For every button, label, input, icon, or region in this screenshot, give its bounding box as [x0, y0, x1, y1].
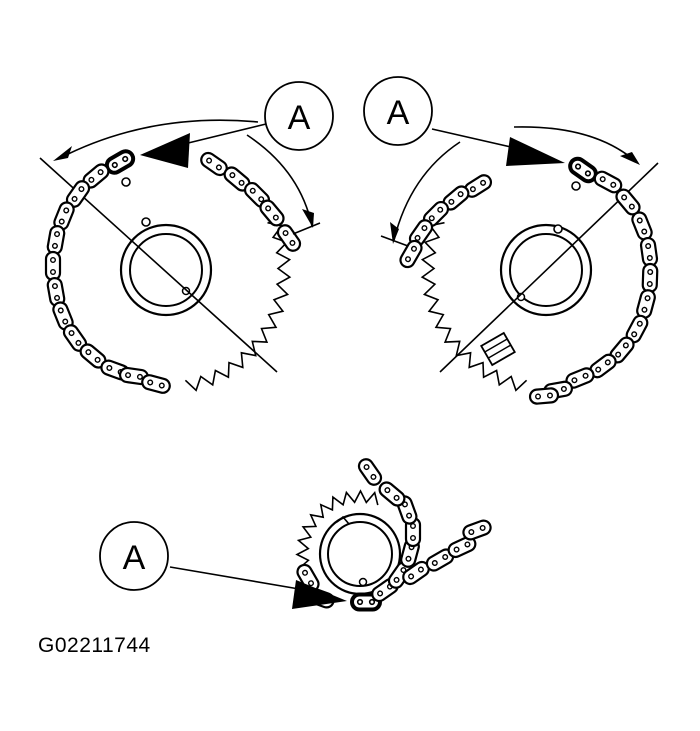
bottom-chain-link — [355, 455, 385, 489]
right-camshaft-sprocket — [380, 126, 659, 406]
left-timing-dot — [141, 217, 151, 227]
bottom-keyway — [336, 515, 350, 525]
right-timing-dot — [553, 224, 563, 234]
left-chain-link — [45, 223, 67, 257]
callout-right-label: A — [387, 94, 410, 132]
bottom-timing-dot — [358, 577, 368, 587]
callout-right: A — [363, 76, 433, 146]
callout-left-label: A — [288, 99, 311, 137]
right-rotation-arrow-left — [393, 141, 461, 241]
bottom-pointer-arrowhead — [292, 580, 347, 609]
bottom-hub-inner — [327, 521, 393, 587]
crankshaft-sprocket — [169, 455, 494, 612]
right-rotation-arrow-upper — [513, 126, 635, 161]
left-rotation-arrow-upper — [59, 119, 259, 159]
right-chain-link — [528, 386, 560, 406]
left-arrow-stop — [292, 222, 321, 235]
left-rotation-arrow-upper-head — [53, 146, 72, 161]
right-chain-link — [629, 209, 655, 243]
right-chain-link — [634, 287, 658, 321]
left-pointer-arrowhead — [140, 133, 190, 168]
left-pointer-leader — [179, 123, 267, 146]
left-chain-link — [139, 372, 173, 396]
right-arrow-stop — [380, 235, 409, 247]
bottom-chain-link — [375, 478, 409, 510]
callout-bottom-label: A — [123, 539, 146, 577]
callout-left: A — [264, 81, 334, 151]
left-chain-link — [44, 250, 62, 282]
left-chain-link — [256, 196, 288, 230]
bottom-chain-link — [460, 517, 494, 543]
bottom-pointer-leader — [169, 566, 306, 591]
right-marker-dot — [571, 181, 581, 191]
right-pointer-leader — [431, 128, 525, 151]
left-camshaft-sprocket — [39, 119, 321, 396]
left-sprocket-teeth — [184, 221, 292, 392]
right-chain-link — [639, 236, 659, 268]
right-sprocket-teeth — [420, 221, 528, 392]
figure-id: G02211744 — [38, 634, 151, 657]
right-chain-link — [641, 262, 659, 294]
left-chain-link — [274, 221, 304, 255]
left-rotation-arrow-right-head — [302, 209, 314, 228]
right-rotation-arrow-left-head — [390, 222, 399, 244]
left-marker-dot — [121, 177, 131, 187]
bottom-sprocket-teeth — [295, 489, 379, 573]
right-pointer-arrowhead — [506, 137, 565, 166]
right-rotation-arrow-upper-head — [620, 152, 640, 165]
right-key-slot — [480, 331, 516, 367]
callout-bottom: A — [99, 521, 169, 591]
